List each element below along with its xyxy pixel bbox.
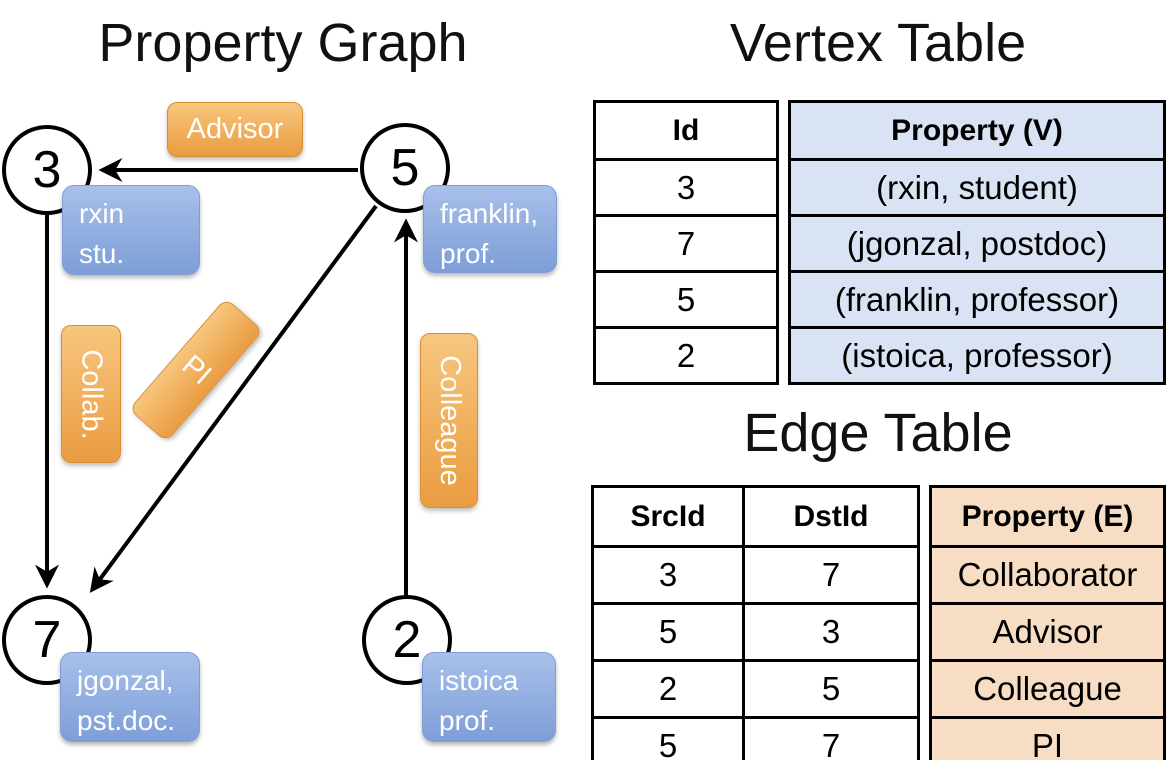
edge-dst-cell: 7 (742, 716, 920, 760)
vertex-table-header-property: Property (V) (788, 100, 1166, 161)
vertex-property-line: rxin (79, 198, 125, 229)
vertex-id-label: 3 (32, 141, 62, 199)
vertex-id-label: 5 (390, 139, 420, 197)
vertex-id-cell: 3 (593, 158, 779, 217)
edge-property-cell: Advisor (929, 602, 1166, 662)
graph-edges-svg (35, 158, 418, 596)
vertex-id-label: 7 (32, 611, 62, 669)
edge-dst-cell: 3 (742, 602, 920, 662)
edge-label-collab: Collab. (61, 325, 121, 463)
edge-line-5-7 (89, 204, 378, 593)
vertex-circle-5: 5 (360, 123, 450, 213)
edge-label-text: Collab. (75, 348, 108, 440)
vertex-table-header-id: Id (593, 100, 779, 161)
edge-src-cell: 3 (591, 545, 745, 605)
edge-label-text: PI (175, 348, 218, 391)
edge-label-colleague: Colleague (420, 333, 478, 508)
edge-label-text: Colleague (433, 355, 466, 486)
edge-label-text: Advisor (186, 113, 284, 145)
vertex-table-title: Vertex Table (729, 13, 1027, 73)
edge-table-title: Edge Table (743, 403, 1013, 463)
vertex-id-label: 2 (392, 611, 422, 669)
vertex-property-box-5: franklin, prof. (423, 185, 557, 273)
vertex-property-box-7: jgonzal, pst.doc. (60, 652, 200, 742)
edge-src-cell: 5 (591, 716, 745, 760)
vertex-property-line: franklin, (440, 198, 539, 229)
vertex-id-cell: 2 (593, 326, 779, 385)
vertex-id-cell: 5 (593, 270, 779, 329)
edge-property-cell: Colleague (929, 659, 1166, 719)
vertex-table-property-column: Property (V) (rxin, student) (jgonzal, p… (788, 100, 1166, 385)
edge-property-cell: Collaborator (929, 545, 1166, 605)
vertex-property-box-3: rxin stu. (62, 185, 200, 275)
vertex-circle-2: 2 (362, 595, 452, 685)
graph-panel: Property Graph 3 5 7 2 rxi (2, 13, 557, 742)
vertex-property-box-2: istoica prof. (422, 652, 556, 742)
vertex-property-line: pst.doc. (77, 705, 176, 737)
edge-table-header-dstid: DstId (742, 485, 920, 548)
edge-src-cell: 5 (591, 602, 745, 662)
vertex-id-cell: 7 (593, 214, 779, 273)
edge-dst-cell: 7 (742, 545, 920, 605)
vertex-property-cell: (jgonzal, postdoc) (788, 214, 1166, 273)
vertex-property-line: stu. (79, 238, 125, 270)
vertex-property-line: prof. (439, 705, 496, 737)
edge-label-advisor: Advisor (167, 102, 303, 157)
vertex-property-line: istoica (439, 665, 519, 696)
vertex-property-line: jgonzal, (77, 665, 174, 696)
vertex-property-cell: (franklin, professor) (788, 270, 1166, 329)
edge-table-header-srcid: SrcId (591, 485, 745, 548)
edge-table-src-dst-columns: SrcId DstId 3 7 5 3 2 5 5 7 (591, 485, 920, 760)
edge-dst-cell: 5 (742, 659, 920, 719)
edge-property-cell: PI (929, 716, 1166, 760)
graph-title: Property Graph (98, 13, 468, 73)
vertex-table-id-column: Id 3 7 5 2 (593, 100, 779, 385)
edge-src-cell: 2 (591, 659, 745, 719)
vertex-property-cell: (rxin, student) (788, 158, 1166, 217)
vertex-property-line: prof. (440, 238, 497, 270)
vertex-property-cell: (istoica, professor) (788, 326, 1166, 385)
edge-table-property-column: Property (E) Collaborator Advisor Collea… (929, 485, 1166, 760)
edge-table-header-property: Property (E) (929, 485, 1166, 548)
